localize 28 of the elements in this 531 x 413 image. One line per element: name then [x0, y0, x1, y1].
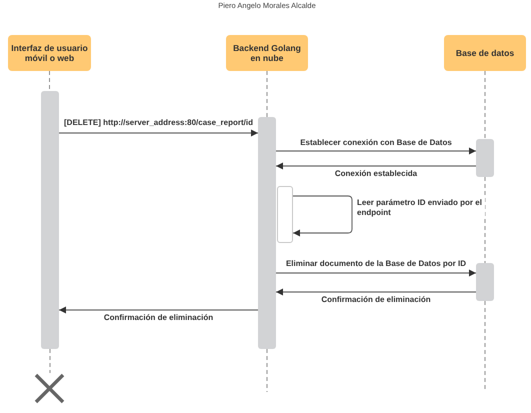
message-label: Conexión establecida: [334, 169, 418, 179]
participant-box: Backend Golang en nube: [226, 35, 308, 71]
participant-box: Base de datos: [444, 35, 526, 71]
activation-bar: [476, 263, 494, 301]
message-label: Establecer conexión con Base de Datos: [300, 138, 452, 148]
lifeline: [266, 70, 268, 118]
activation-bar: [258, 117, 276, 349]
message-arrow: [276, 270, 476, 276]
lifeline: [266, 348, 268, 392]
message-label: Eliminar documento de la Base de Datos por ID: [286, 259, 466, 269]
destroy-mark: [34, 373, 65, 404]
message-label: [DELETE] http://server_address:80/case_report/id: [64, 118, 253, 128]
participant-box: Interfaz de usuario móvil o web: [8, 35, 91, 71]
message-arrow: [58, 130, 258, 136]
lifeline: [49, 70, 50, 92]
message-arrow: [58, 306, 258, 314]
message-arrow: [276, 288, 476, 296]
activation-box: [277, 186, 293, 243]
message-arrow: [292, 196, 352, 236]
lifeline: [484, 176, 486, 264]
message-label: Confirmación de eliminación: [321, 295, 431, 305]
activation-bar: [476, 139, 494, 177]
message-arrow: [276, 148, 476, 154]
message-label: Confirmación de eliminación: [104, 313, 214, 323]
message-arrow: [276, 162, 476, 170]
lifeline: [484, 70, 486, 140]
activation-bar: [41, 91, 59, 349]
message-label: Leer parámetro ID enviado por el endpoint: [357, 198, 485, 218]
